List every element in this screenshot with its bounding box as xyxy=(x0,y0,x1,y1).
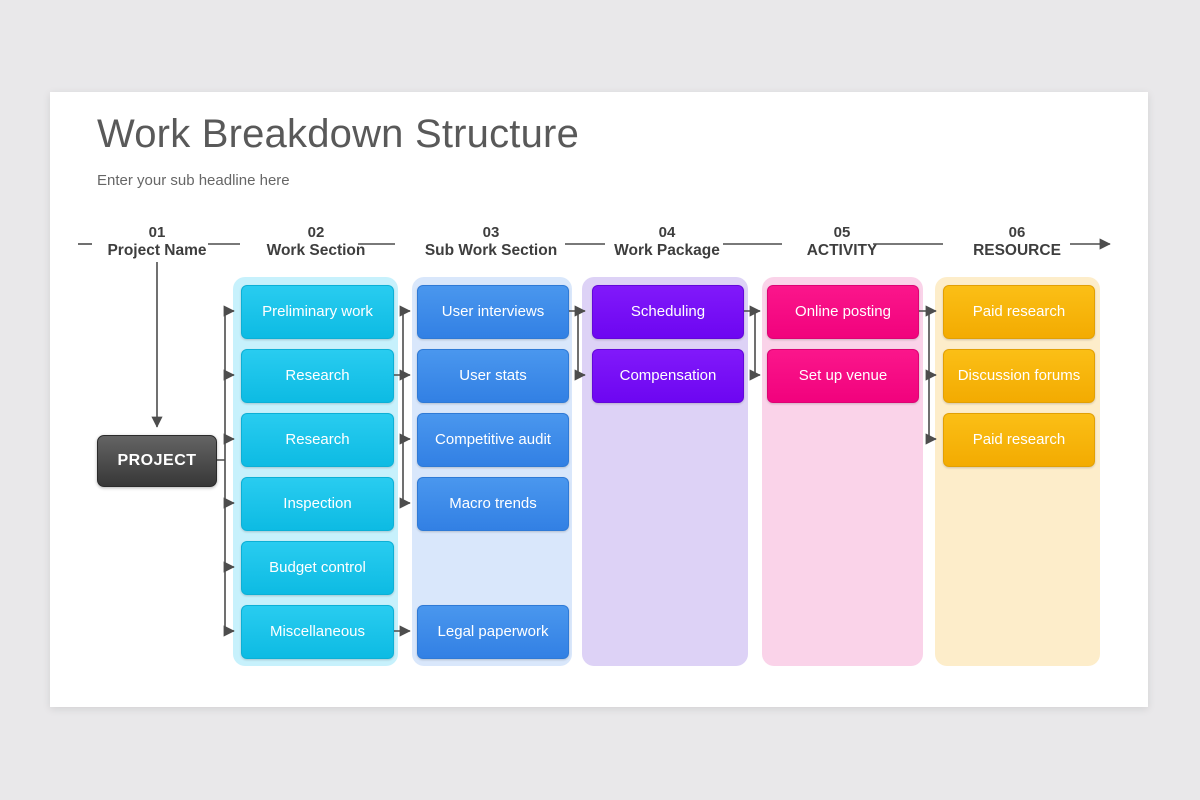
step-label: Work Package xyxy=(614,242,720,259)
node-sub-work-section: User interviews xyxy=(417,285,569,339)
step-header-project-name: 01 Project Name xyxy=(72,224,242,260)
node-work-package: Compensation xyxy=(592,349,744,403)
column-container-sub-work-section xyxy=(412,277,572,666)
node-work-section: Preliminary work xyxy=(241,285,394,339)
step-number: 04 xyxy=(658,224,676,241)
node-sub-work-section: User stats xyxy=(417,349,569,403)
node-sub-work-section: Competitive audit xyxy=(417,413,569,467)
step-number: 06 xyxy=(1008,224,1026,241)
node-resource: Discussion forums xyxy=(943,349,1095,403)
step-number: 05 xyxy=(833,224,851,241)
step-label: ACTIVITY xyxy=(806,242,878,259)
step-header-activity: 05 ACTIVITY xyxy=(757,224,927,260)
project-root-node: PROJECT xyxy=(97,435,217,487)
node-work-section: Budget control xyxy=(241,541,394,595)
node-activity: Online posting xyxy=(767,285,919,339)
step-label: Work Section xyxy=(266,242,366,259)
node-work-section: Research xyxy=(241,349,394,403)
step-number: 01 xyxy=(148,224,166,241)
step-header-work-section: 02 Work Section xyxy=(231,224,401,260)
node-sub-work-section: Macro trends xyxy=(417,477,569,531)
step-header-resource: 06 RESOURCE xyxy=(932,224,1102,260)
step-label: Project Name xyxy=(107,242,207,259)
step-header-work-package: 04 Work Package xyxy=(582,224,752,260)
column-container-work-section xyxy=(233,277,398,666)
node-work-section: Miscellaneous xyxy=(241,605,394,659)
step-number: 03 xyxy=(482,224,500,241)
page-title: Work Breakdown Structure xyxy=(97,112,580,156)
node-activity: Set up venue xyxy=(767,349,919,403)
step-label: Sub Work Section xyxy=(424,242,558,259)
node-work-package: Scheduling xyxy=(592,285,744,339)
node-resource: Paid research xyxy=(943,285,1095,339)
node-resource: Paid research xyxy=(943,413,1095,467)
column-container-work-package xyxy=(582,277,748,666)
page-subtitle: Enter your sub headline here xyxy=(97,172,290,189)
node-work-section: Inspection xyxy=(241,477,394,531)
node-work-section: Research xyxy=(241,413,394,467)
step-label: RESOURCE xyxy=(973,242,1061,259)
slide-card: Work Breakdown Structure Enter your sub … xyxy=(50,92,1148,707)
step-number: 02 xyxy=(307,224,325,241)
column-container-resource xyxy=(935,277,1100,666)
node-sub-work-section: Legal paperwork xyxy=(417,605,569,659)
column-container-activity xyxy=(762,277,923,666)
step-header-sub-work-section: 03 Sub Work Section xyxy=(406,224,576,260)
